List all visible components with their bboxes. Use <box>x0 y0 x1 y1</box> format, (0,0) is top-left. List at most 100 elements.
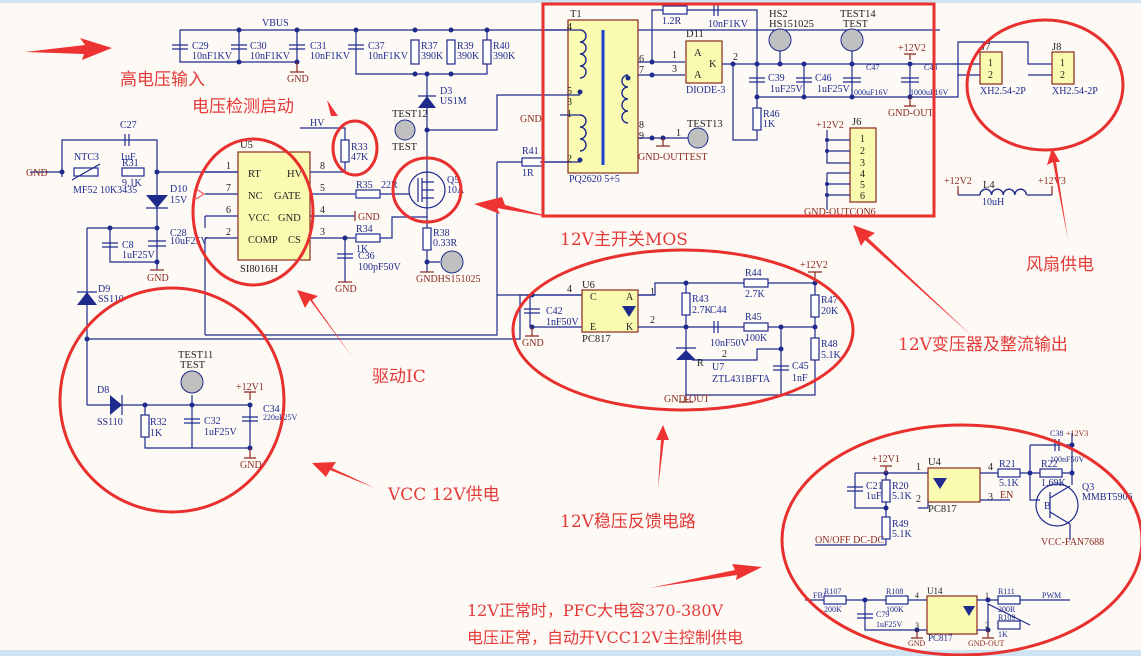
svg-text:3: 3 <box>320 227 325 238</box>
svg-text:5.1K: 5.1K <box>892 529 913 540</box>
svg-text:MMBT5906: MMBT5906 <box>1082 492 1133 503</box>
label-vcc-supply: VCC 12V供电 <box>387 485 500 505</box>
t1-part: PQ2620 5+5 <box>569 174 620 185</box>
svg-text:D11: D11 <box>686 29 704 40</box>
svg-text:TEST14: TEST14 <box>840 9 876 20</box>
gnd-label-left: GND <box>26 168 48 179</box>
svg-text:K: K <box>626 322 634 333</box>
svg-text:2.7K: 2.7K <box>692 305 713 316</box>
svg-text:1K: 1K <box>356 244 369 255</box>
svg-text:US1M: US1M <box>440 96 467 107</box>
svg-text:R39: R39 <box>457 41 474 52</box>
svg-text:HS2: HS2 <box>769 9 788 20</box>
svg-text:15V: 15V <box>170 195 188 206</box>
svg-text:5.1K: 5.1K <box>821 350 842 361</box>
resistor-r40: R40 390K <box>482 27 516 65</box>
bottom-edge <box>0 650 1141 656</box>
svg-text:U4: U4 <box>928 457 942 468</box>
cap-c48: C48 1000uF16V <box>901 63 948 97</box>
svg-text:390K: 390K <box>457 51 480 62</box>
gnd-label-c34: GND <box>240 460 262 471</box>
svg-text:1uF: 1uF <box>866 491 882 502</box>
svg-text:Q5: Q5 <box>447 175 459 186</box>
enable-section: +12V1 C21 1uF R20 5.1K R49 5.1K ON/OFF D… <box>815 429 1133 548</box>
connector-j6 <box>849 127 877 203</box>
svg-text:C45: C45 <box>792 361 809 372</box>
svg-text:390K: 390K <box>421 51 444 62</box>
cap-c42: C42 1nF50V <box>524 306 580 328</box>
gnd-label-c42: GND <box>522 338 544 349</box>
svg-text:R21: R21 <box>999 459 1016 470</box>
gnd-label-u5: GND <box>358 212 380 223</box>
u4-v12v1-label: +12V1 <box>872 454 900 465</box>
svg-text:1uF25V: 1uF25V <box>817 84 851 95</box>
svg-text:U7: U7 <box>712 362 724 373</box>
cap-c79: C79 1uF25V <box>857 610 902 629</box>
svg-text:1: 1 <box>860 134 865 145</box>
connector-j7 <box>979 51 1003 85</box>
svg-text:GND: GND <box>278 213 301 224</box>
cap-c44: C44 10nF50V <box>710 305 749 349</box>
svg-text:C32: C32 <box>204 416 221 427</box>
svg-text:3: 3 <box>672 64 677 75</box>
svg-text:2.7K: 2.7K <box>745 289 766 300</box>
svg-text:10A: 10A <box>447 185 465 196</box>
svg-text:R107: R107 <box>824 587 841 596</box>
resistor-r37: R37 390K <box>410 27 444 77</box>
highlight-ellipse-driver-ic <box>191 137 315 287</box>
svg-text:100K: 100K <box>886 605 904 614</box>
svg-text:R32: R32 <box>150 417 167 428</box>
svg-text:1: 1 <box>676 128 681 139</box>
label-driver-ic: 驱动IC <box>372 367 426 387</box>
svg-text:TEST13: TEST13 <box>687 119 723 130</box>
svg-text:1.69K: 1.69K <box>1041 478 1067 489</box>
svg-text:C30: C30 <box>250 41 267 52</box>
label-note-line2: 电压正常，自动开VCC12V主控制供电 <box>467 628 743 647</box>
svg-text:R44: R44 <box>745 268 762 279</box>
svg-text:0.33R: 0.33R <box>433 238 458 249</box>
svg-text:9: 9 <box>639 131 644 142</box>
svg-text:TEST: TEST <box>843 19 869 30</box>
l4-v12v2-label: +12V2 <box>944 176 972 187</box>
svg-text:3: 3 <box>915 621 919 630</box>
svg-text:R43: R43 <box>692 294 709 305</box>
u5-pins: 1 RT 7 NC 6 VCC 2 COMP 8 HV 5 GATE 4 GND… <box>205 161 355 246</box>
svg-text:1uF25V: 1uF25V <box>122 250 156 261</box>
svg-text:4: 4 <box>988 462 993 473</box>
svg-text:R31: R31 <box>122 158 139 169</box>
snubber-cap: 10nF1KV <box>708 4 749 30</box>
svg-text:5.1K: 5.1K <box>999 478 1020 489</box>
svg-text:C46: C46 <box>815 73 832 84</box>
svg-text:7: 7 <box>226 183 231 194</box>
resistor-r111: R111 200R <box>997 587 1021 614</box>
svg-text:1uF25V: 1uF25V <box>204 427 238 438</box>
svg-text:D3: D3 <box>440 86 452 97</box>
gnd-out-label-u7: GND-OUT <box>664 394 710 405</box>
svg-text:5.1K: 5.1K <box>892 491 913 502</box>
label-transformer-rectifier: 12V变压器及整流输出 <box>898 335 1068 355</box>
diode-d8: D8 SS110 <box>97 385 123 428</box>
svg-text:10nF50V: 10nF50V <box>710 338 749 349</box>
svg-text:5: 5 <box>567 86 572 97</box>
svg-text:2: 2 <box>733 52 738 63</box>
pwm-label: PWM <box>1042 591 1061 600</box>
svg-text:R45: R45 <box>745 312 762 323</box>
svg-text:9.1K: 9.1K <box>122 178 143 189</box>
svg-text:HV: HV <box>287 169 303 180</box>
svg-text:2: 2 <box>985 621 989 630</box>
cap-c36: C36 100pF50V <box>337 251 402 273</box>
svg-text:TEST11: TEST11 <box>178 350 213 361</box>
svg-text:C48: C48 <box>924 63 937 72</box>
label-main-switch-mos: 12V主开关MOS <box>560 230 688 250</box>
svg-text:1000uF16V: 1000uF16V <box>910 88 948 97</box>
highlight-ellipse-r33 <box>331 119 379 177</box>
svg-text:R109: R109 <box>998 613 1015 622</box>
gnd-out-label-u14: GND-OUT <box>968 639 1005 648</box>
svg-text:R35: R35 <box>356 180 373 191</box>
svg-text:VCC: VCC <box>248 213 270 224</box>
svg-text:3: 3 <box>860 158 865 169</box>
transistor-q3: B Q3 MMBT5906 <box>1035 482 1133 540</box>
resistor-r21: R21 5.1K <box>997 459 1021 489</box>
svg-text:A: A <box>626 292 634 303</box>
svg-text:2: 2 <box>226 227 231 238</box>
